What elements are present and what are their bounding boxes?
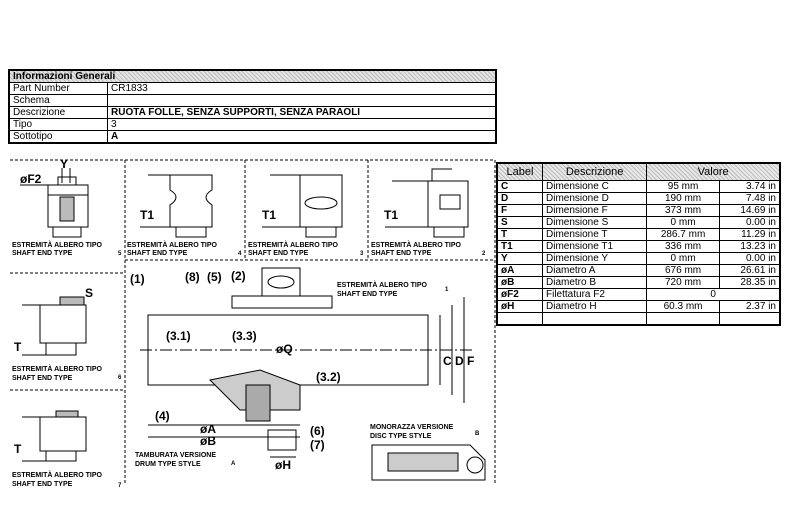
t6-en: SHAFT END TYPE <box>12 375 73 382</box>
dimension-mm <box>646 312 720 326</box>
shaft-end-3-sketch <box>262 174 343 238</box>
pos-8: (8) <box>185 270 200 284</box>
drum-en: DRUM TYPE STYLE <box>135 461 201 468</box>
t5-it: ESTREMITÀ ALBERO TIPO <box>12 240 103 249</box>
t5-en: SHAFT END TYPE <box>12 250 73 257</box>
shaft-end-2-sketch <box>385 168 469 238</box>
t2-en: SHAFT END TYPE <box>371 250 432 257</box>
info-key: Sottotipo <box>8 130 108 144</box>
dim-d: D <box>455 354 464 368</box>
dim-b: øB <box>200 434 216 448</box>
dim-t1-4: T1 <box>140 208 154 222</box>
dim-t-6: T <box>14 340 22 354</box>
t3-it: ESTREMITÀ ALBERO TIPO <box>248 240 339 249</box>
disc-en: DISC TYPE STYLE <box>370 433 432 440</box>
technical-drawing: ESTREMITÀ ALBERO TIPO SHAFT END TYPE 5 E… <box>10 157 496 489</box>
t1-num: 1 <box>445 287 449 293</box>
t2-num: 2 <box>482 251 486 257</box>
dim-c: C <box>443 354 452 368</box>
dim-f: F <box>467 354 474 368</box>
t4-num: 4 <box>238 251 242 257</box>
pos-6: (6) <box>310 424 325 438</box>
t6-num: 6 <box>118 375 122 381</box>
dim-f2-top: øF2 <box>20 172 42 186</box>
dim-a: øA <box>200 422 216 436</box>
pos-3-2: (3.2) <box>316 370 341 384</box>
t7-en: SHAFT END TYPE <box>12 481 73 488</box>
info-row: Schema <box>8 94 497 107</box>
dim-h: øH <box>275 458 291 472</box>
info-value: 3 <box>107 118 497 131</box>
pos-3-1: (3.1) <box>166 329 191 343</box>
t3-num: 3 <box>360 251 364 257</box>
dim-q: øQ <box>276 342 293 356</box>
dimension-row <box>496 312 781 326</box>
t1-it: ESTREMITÀ ALBERO TIPO <box>337 280 428 289</box>
dim-t-7: T <box>14 442 22 456</box>
shaft-end-4-sketch <box>140 174 213 238</box>
info-key: Schema <box>8 94 108 107</box>
info-value: A <box>107 130 497 144</box>
t3-en: SHAFT END TYPE <box>248 250 309 257</box>
dimension-in: 2.37 in <box>718 300 781 313</box>
drum-it: TAMBURATA VERSIONE <box>135 452 216 459</box>
pos-7: (7) <box>310 438 325 452</box>
pos-5: (5) <box>207 270 222 284</box>
t4-en: SHAFT END TYPE <box>127 250 188 257</box>
drum-tag: A <box>231 461 236 467</box>
shaft-end-5-sketch <box>20 168 89 238</box>
dim-y: Y <box>60 157 68 171</box>
disc-tag: B <box>475 431 480 437</box>
general-info-title: Informazioni Generali <box>8 69 497 83</box>
dim-t1-2: T1 <box>384 208 398 222</box>
t2-it: ESTREMITÀ ALBERO TIPO <box>371 240 462 249</box>
t7-it: ESTREMITÀ ALBERO TIPO <box>12 470 103 479</box>
t7-num: 7 <box>118 483 122 489</box>
dimension-desc: Diametro H <box>541 300 648 313</box>
dim-t1-3: T1 <box>262 208 276 222</box>
col-descrizione: Descrizione <box>541 162 648 181</box>
col-label: Label <box>496 162 543 181</box>
pos-4: (4) <box>155 409 170 423</box>
shaft-end-6-sketch <box>22 296 87 356</box>
disc-type-sketch <box>371 444 486 481</box>
info-key: Descrizione <box>8 106 108 119</box>
info-key: Tipo <box>8 118 108 131</box>
info-value: CR1833 <box>107 82 497 95</box>
t5-num: 5 <box>118 251 122 257</box>
dimension-mm: 60.3 mm <box>646 300 720 313</box>
t6-it: ESTREMITÀ ALBERO TIPO <box>12 364 103 373</box>
disc-it: MONORAZZA VERSIONE <box>370 424 454 431</box>
shaft-end-7-sketch <box>22 410 87 462</box>
t1-en: SHAFT END TYPE <box>337 291 398 298</box>
pos-3-3: (3.3) <box>232 329 257 343</box>
info-key: Part Number <box>8 82 108 95</box>
pos-2: (2) <box>231 269 246 283</box>
roller-main-view <box>140 267 475 458</box>
pos-1: (1) <box>130 272 145 286</box>
dim-s: S <box>85 286 93 300</box>
dimension-in <box>718 312 781 326</box>
info-value: RUOTA FOLLE, SENZA SUPPORTI, SENZA PARAO… <box>107 106 497 119</box>
t4-it: ESTREMITÀ ALBERO TIPO <box>127 240 218 249</box>
info-value <box>107 94 497 107</box>
